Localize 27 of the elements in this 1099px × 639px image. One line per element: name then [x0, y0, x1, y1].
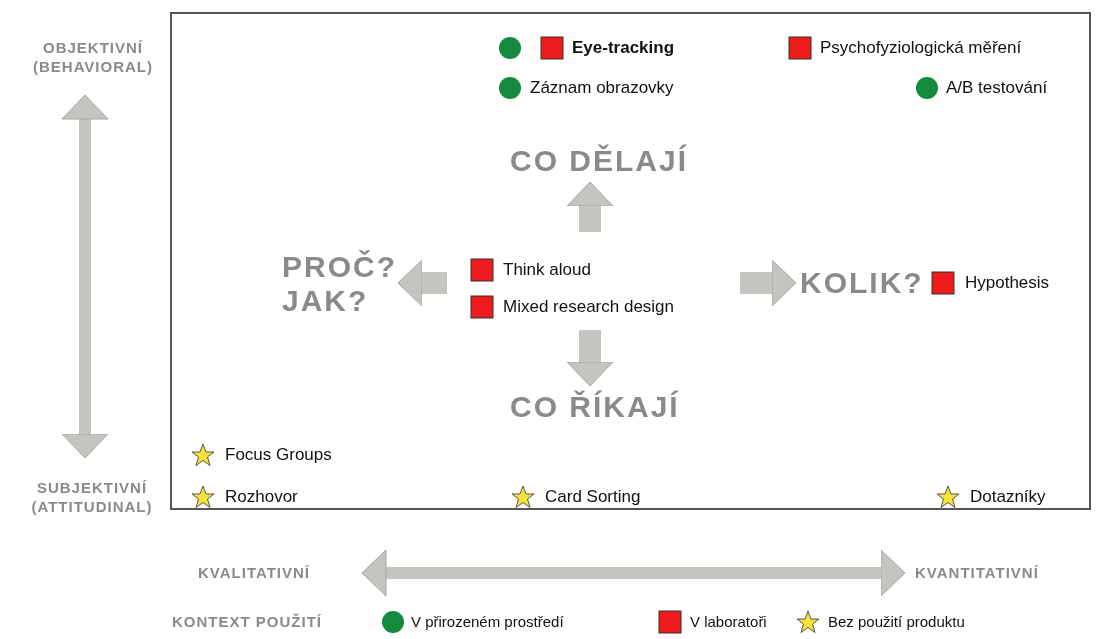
axis-label: KVALITATIVNÍ: [198, 563, 310, 582]
block-arrow: [566, 330, 614, 387]
category-heading: PROČ? JAK?: [282, 250, 394, 318]
method-label: Eye-tracking: [572, 38, 675, 58]
block-arrow: [740, 259, 797, 307]
legend-label: V přirozeném prostředí: [411, 612, 564, 632]
method-label: Rozhovor: [225, 487, 298, 507]
method-label: Hypothesis: [965, 273, 1050, 293]
block-arrow: [566, 181, 614, 232]
axis-label: KONTEXT POUŽITÍ: [172, 612, 322, 631]
method-label: Card Sorting: [545, 487, 641, 507]
method-label: A/B testování: [946, 78, 1048, 98]
category-heading: CO ŘÍKAJÍ: [510, 390, 680, 424]
method-label: Focus Groups: [225, 445, 332, 465]
axis-label: OBJEKTIVNÍ (BEHAVIORAL): [31, 38, 154, 76]
axis-label: KVANTITATIVNÍ: [915, 563, 1039, 582]
category-heading: CO DĚLAJÍ: [510, 144, 689, 178]
method-label: Záznam obrazovky: [530, 78, 674, 98]
method-label: Think aloud: [503, 260, 591, 280]
legend-label: Bez použití produktu: [828, 612, 965, 632]
axis-label: SUBJEKTIVNÍ (ATTITUDINAL): [30, 478, 154, 516]
method-label: Mixed research design: [503, 297, 675, 317]
block-arrow: [397, 259, 447, 307]
legend-label: V laboratoři: [690, 612, 767, 632]
method-label: Dotazníky: [970, 487, 1046, 507]
category-heading: KOLIK?: [800, 266, 924, 300]
method-label: Psychofyziologická měření: [820, 38, 1022, 58]
